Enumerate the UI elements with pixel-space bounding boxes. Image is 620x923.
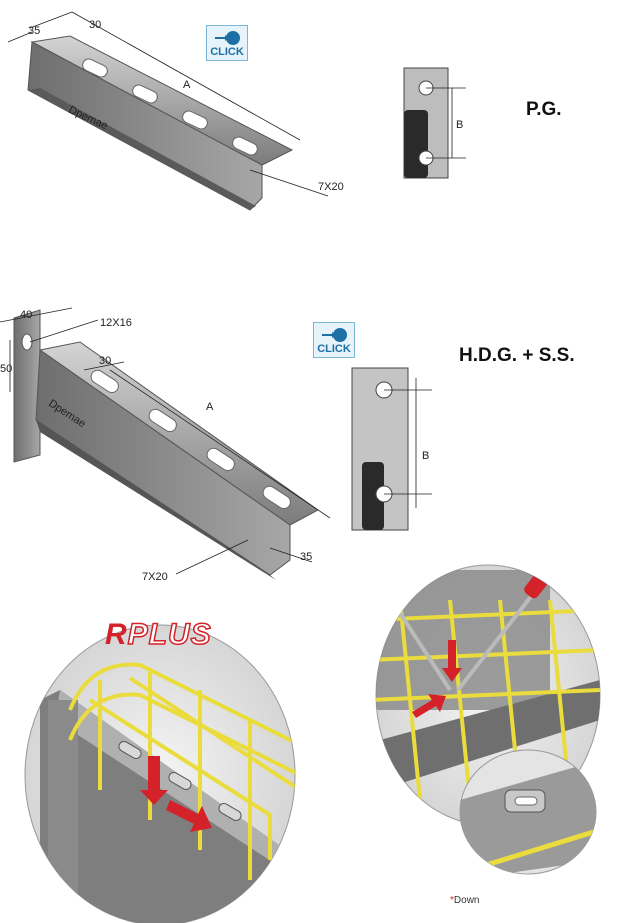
bottom-dim-B: B <box>422 450 429 462</box>
finish-label-hdg-ss: H.D.G. + S.S. <box>459 345 575 366</box>
finish-label-pg: P.G. <box>526 99 562 120</box>
down-note: *Down <box>450 895 480 906</box>
click-badge-bottom: CLICK <box>313 322 355 358</box>
top-dim-35: 35 <box>28 25 40 37</box>
top-dim-slot: 7X20 <box>318 181 344 193</box>
rplus-logo: RPLUS <box>105 617 212 652</box>
bottom-clip-profile: B <box>351 367 432 531</box>
click-badge-bottom-label: CLICK <box>317 343 351 355</box>
bottom-dim-50: 50 <box>0 363 12 375</box>
install-detail-left <box>24 624 296 923</box>
bottom-dim-40: 40 <box>20 309 32 321</box>
bottom-dim-slot: 7X20 <box>142 571 168 583</box>
bottom-dim-A: A <box>206 401 214 413</box>
install-detail-right <box>375 564 601 875</box>
top-clip-profile: B <box>403 67 466 179</box>
click-icon <box>215 31 240 45</box>
top-dim-B: B <box>456 119 463 131</box>
bottom-dim-hole: 12X16 <box>100 317 132 329</box>
down-note-text: Down <box>453 895 480 906</box>
top-dim-30: 30 <box>89 19 101 31</box>
bottom-dim-30: 30 <box>99 355 111 367</box>
click-badge-top-label: CLICK <box>210 46 244 58</box>
bottom-bracket: Dpemae 40 50 12X16 30 A 7X20 35 <box>0 307 331 583</box>
bottom-dim-35: 35 <box>300 551 312 563</box>
top-dim-A: A <box>183 79 191 91</box>
click-badge-top: CLICK <box>206 25 248 61</box>
top-bracket: Dpemae 35 30 A 7X20 <box>7 11 344 211</box>
click-icon <box>322 328 347 342</box>
